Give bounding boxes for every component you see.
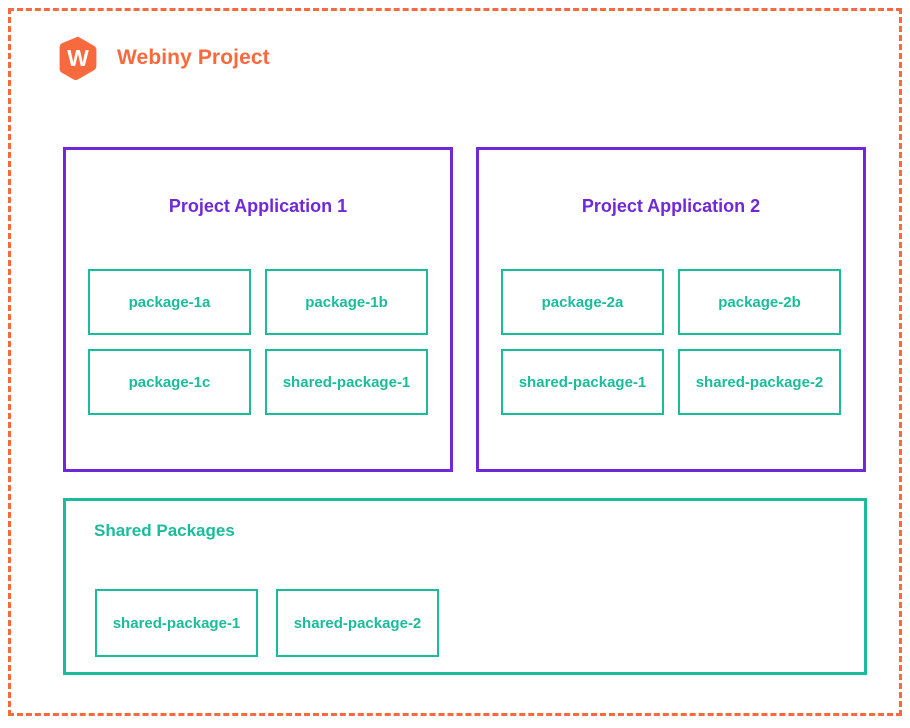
project-application-1-package-grid: package-1a package-1b package-1c shared-… (88, 269, 434, 415)
project-application-2-title: Project Application 2 (581, 196, 761, 216)
package-box[interactable]: shared-package-1 (265, 349, 428, 415)
package-box[interactable]: shared-package-1 (95, 589, 258, 657)
package-box[interactable]: shared-package-2 (276, 589, 439, 657)
package-box[interactable]: shared-package-2 (678, 349, 841, 415)
shared-packages-title: Shared Packages (94, 521, 235, 540)
shared-packages-container[interactable]: Shared Packages shared-package-1 shared-… (63, 498, 867, 675)
package-box[interactable]: package-1c (88, 349, 251, 415)
project-application-2-container[interactable]: Project Application 2 package-2a package… (476, 147, 866, 472)
project-frame: W Webiny Project Project Application 1 p… (8, 8, 902, 716)
package-box[interactable]: package-1a (88, 269, 251, 335)
project-application-1-container[interactable]: Project Application 1 package-1a package… (63, 147, 453, 472)
package-box[interactable]: package-1b (265, 269, 428, 335)
package-box[interactable]: package-2b (678, 269, 841, 335)
project-header: W Webiny Project (55, 35, 270, 81)
package-box[interactable]: shared-package-1 (501, 349, 664, 415)
svg-text:W: W (67, 45, 89, 71)
shared-packages-grid: shared-package-1 shared-package-2 (95, 589, 439, 657)
project-application-1-title: Project Application 1 (168, 196, 348, 216)
page-title: Webiny Project (117, 46, 270, 69)
package-box[interactable]: package-2a (501, 269, 664, 335)
webiny-logo-icon: W (59, 36, 97, 80)
project-application-2-package-grid: package-2a package-2b shared-package-1 s… (501, 269, 847, 415)
